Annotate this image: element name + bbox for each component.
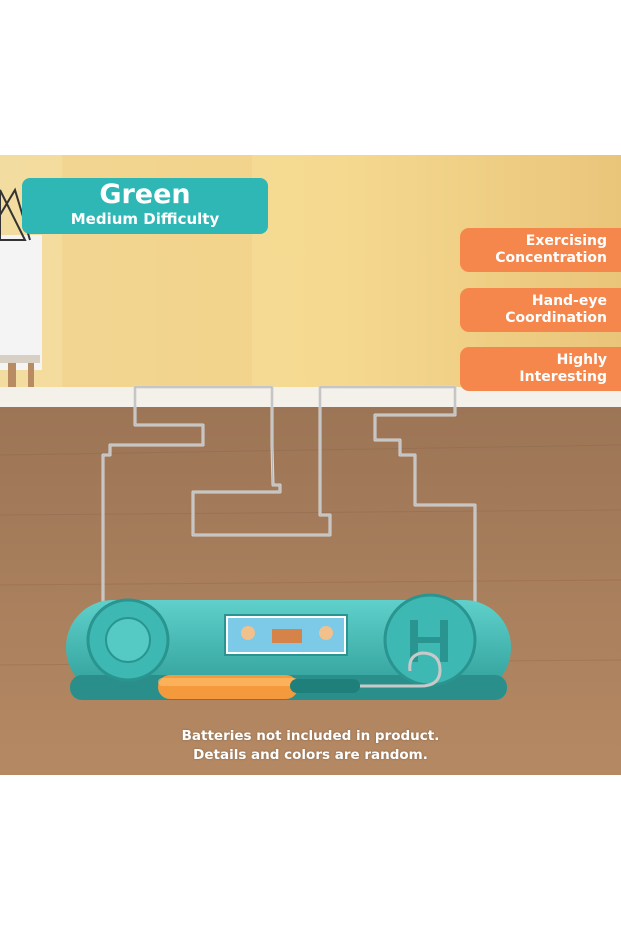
difficulty-badge: Green Medium Difficulty xyxy=(22,178,268,234)
difficulty-level-label: Medium Difficulty xyxy=(70,210,220,228)
difficulty-color-label: Green xyxy=(99,179,191,210)
wand-loop xyxy=(360,651,442,688)
feature-badge-concentration: Exercising Concentration xyxy=(460,228,621,272)
feature-badge-interesting: Highly Interesting xyxy=(460,347,621,391)
skirting-board xyxy=(0,387,621,407)
product-disclaimer: Batteries not included in product. Detai… xyxy=(181,728,440,763)
side-table xyxy=(0,235,42,370)
feature-badge-coordination: Hand-eye Coordination xyxy=(460,288,621,332)
wooden-floor xyxy=(0,407,621,775)
